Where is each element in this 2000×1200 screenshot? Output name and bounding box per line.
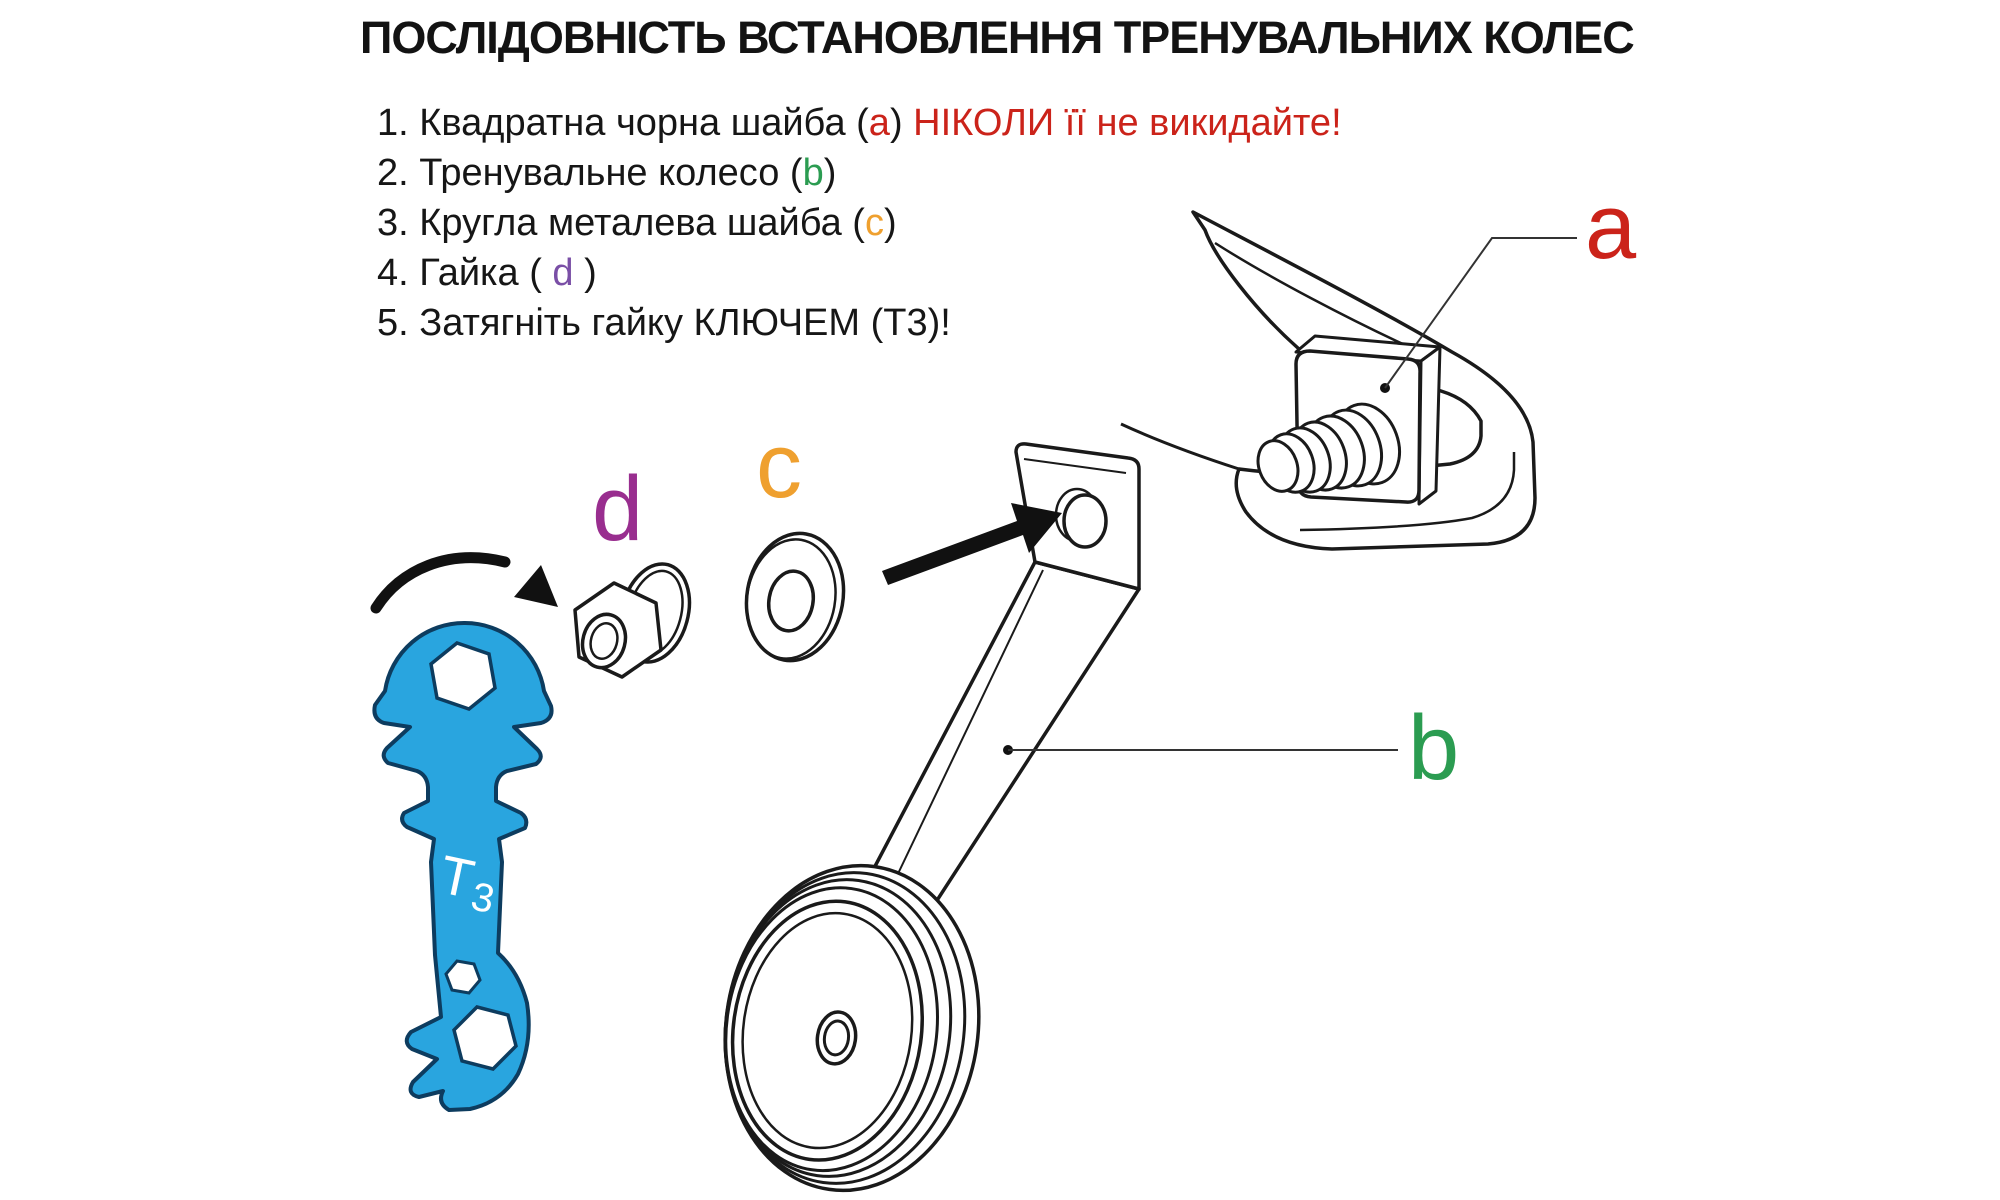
instruction-step-3: 3. Кругла металева шайба (c) <box>377 202 897 244</box>
instruction-step-2: 2. Тренувальне колесо (b) <box>377 152 837 194</box>
label-a: a <box>1585 176 1637 278</box>
frame-fork-illustration <box>1120 210 1537 551</box>
wrench-body <box>372 620 554 1112</box>
round-washer-illustration <box>744 531 846 663</box>
wrench-hex-hole-large <box>452 1005 518 1071</box>
instruction-list: 1. Квадратна чорна шайба (a) НІКОЛИ її н… <box>377 98 1342 348</box>
washer-hole <box>766 569 816 633</box>
instruction-step-5: 5. Затягніть гайку КЛЮЧЕМ (Т3)! <box>377 302 951 344</box>
bracket-hole <box>1062 493 1108 549</box>
label-c: c <box>756 415 802 517</box>
rotation-arrow-icon <box>370 552 558 614</box>
label-d: d <box>592 458 643 560</box>
wrench-hex-hole-small <box>444 959 482 995</box>
bracket-arm-illustration <box>870 442 1141 907</box>
wrench-t3-illustration: T3 <box>372 620 554 1112</box>
leader-a <box>1380 237 1577 393</box>
nut-illustration <box>573 562 692 679</box>
training-wheel-illustration <box>723 863 981 1193</box>
instruction-step-4: 4. Гайка ( d ) <box>377 252 597 294</box>
wrench-hex-hole-top <box>429 641 497 711</box>
leader-b <box>1003 745 1398 755</box>
axle-bolt-illustration <box>1256 402 1401 494</box>
label-b: b <box>1408 697 1459 799</box>
insert-arrow-icon <box>882 503 1062 585</box>
page-title: ПОСЛІДОВНІСТЬ ВСТАНОВЛЕННЯ ТРЕНУВАЛЬНИХ … <box>360 12 1635 63</box>
instruction-step-1: 1. Квадратна чорна шайба (a) НІКОЛИ її н… <box>377 102 1342 144</box>
